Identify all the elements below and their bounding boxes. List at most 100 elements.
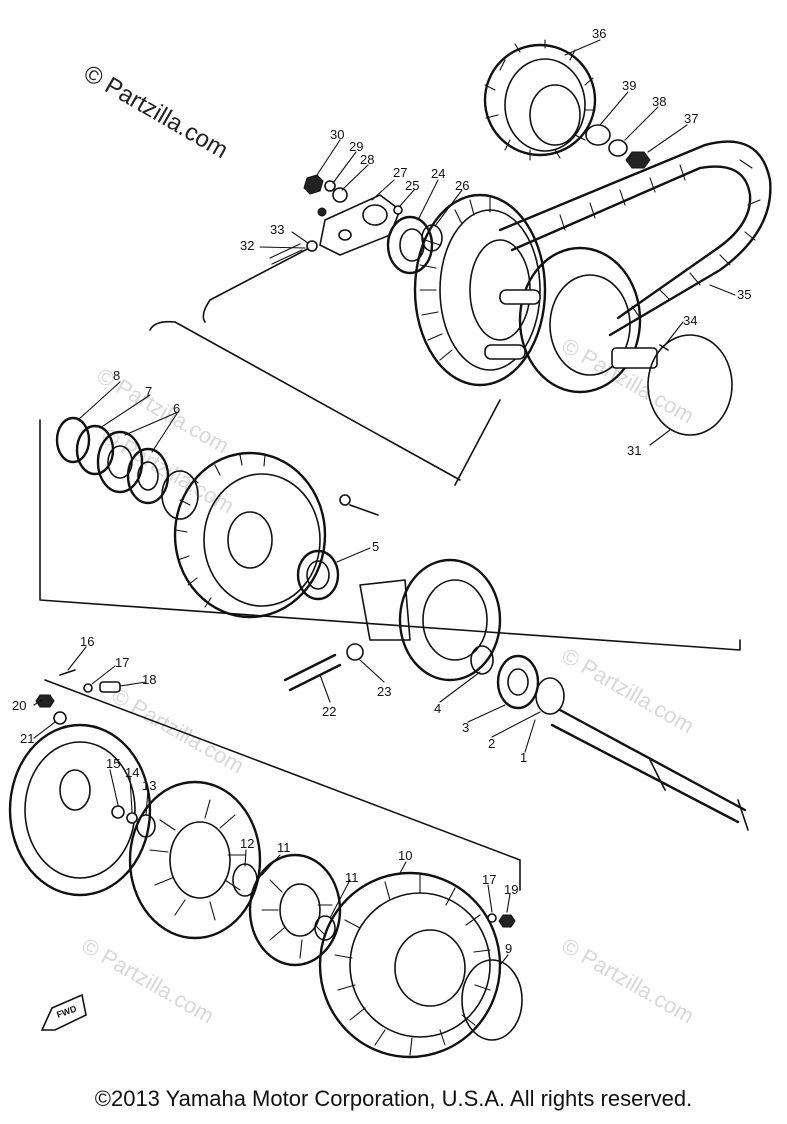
callout-1: 1 <box>520 750 527 765</box>
nut-19 <box>498 914 516 928</box>
copyright-notice: ©2013 Yamaha Motor Corporation, U.S.A. A… <box>94 1086 693 1111</box>
callout-4: 4 <box>434 701 441 716</box>
nut-30 <box>303 174 324 195</box>
cover-plate <box>8 723 152 897</box>
rod-32 <box>202 243 316 323</box>
middle-bracket-line <box>39 419 741 651</box>
watermark-text: © Partzilla.com <box>558 333 699 429</box>
washer-28 <box>332 187 348 203</box>
callout-15: 15 <box>106 756 120 771</box>
bearing-3 <box>496 654 540 710</box>
shaft-1 <box>550 708 749 831</box>
callout-23: 23 <box>377 684 391 699</box>
weight-pin <box>484 344 526 360</box>
fan-plate <box>128 780 262 940</box>
clutch-housing-10 <box>318 871 502 1059</box>
callout-17: 17 <box>115 655 129 670</box>
callout-21: 21 <box>20 731 34 746</box>
watermark-text: © Partzilla.com <box>78 933 219 1029</box>
pin-25 <box>393 205 403 215</box>
callout-3: 3 <box>462 720 469 735</box>
callout-33: 33 <box>270 222 284 237</box>
collar-33 <box>306 240 318 252</box>
callouts: 36 39 38 37 35 34 31 32 33 30 29 28 27 2… <box>12 26 751 966</box>
circlip-2 <box>535 677 565 715</box>
stud-22 <box>283 653 342 692</box>
watermark-text: © Partzilla.com <box>558 933 699 1029</box>
washer-15 <box>111 805 125 819</box>
partzilla-watermark: © Partzilla.com <box>79 60 233 164</box>
bearing-24 <box>386 215 434 275</box>
washer-21 <box>53 711 67 725</box>
callout-36: 36 <box>592 26 606 41</box>
fwd-arrow-icon: FWD <box>40 993 87 1031</box>
lower-bracket-line <box>44 679 521 891</box>
bolt <box>349 504 379 516</box>
washer-38 <box>608 139 628 157</box>
sprocket-gear <box>173 451 327 619</box>
callout-20: 20 <box>12 698 26 713</box>
callout-35: 35 <box>737 287 751 302</box>
weight-pin <box>499 289 541 305</box>
callout-24: 24 <box>431 166 445 181</box>
callout-37: 37 <box>684 111 698 126</box>
washer-11 <box>314 915 336 941</box>
callout-16: 16 <box>80 634 94 649</box>
washer-29 <box>324 180 336 192</box>
upper-assembly <box>149 39 772 486</box>
hub-spacer <box>161 470 199 520</box>
callout-30: 30 <box>330 127 344 142</box>
bolt-16 <box>59 669 76 676</box>
washer-17 <box>487 913 497 923</box>
callout-17: 17 <box>482 872 496 887</box>
callout-6: 6 <box>173 401 180 416</box>
callout-5: 5 <box>372 539 379 554</box>
o-ring-31 <box>647 334 733 436</box>
callout-12: 12 <box>240 836 254 851</box>
washer-17 <box>83 683 93 693</box>
seal-8 <box>55 416 91 464</box>
pin-34 <box>659 344 669 351</box>
assembly-connector <box>454 399 501 486</box>
lower-assembly: FWD <box>8 669 523 1059</box>
washer-23 <box>346 643 364 661</box>
callout-25: 25 <box>405 178 419 193</box>
callout-19: 19 <box>504 882 518 897</box>
middle-assembly <box>39 416 749 831</box>
driven-pulley-36 <box>483 39 597 161</box>
shaft-stub <box>611 347 658 369</box>
spacer-26 <box>421 224 443 252</box>
callout-34: 34 <box>683 313 697 328</box>
callout-39: 39 <box>622 78 636 93</box>
watermark-text: © Partzilla.com <box>558 643 699 739</box>
callout-13: 13 <box>142 778 156 793</box>
secondary-sheave <box>484 246 658 394</box>
callout-38: 38 <box>652 94 666 109</box>
callout-31: 31 <box>627 443 641 458</box>
assembly-bracket-line <box>149 320 461 481</box>
nut-37 <box>625 151 651 169</box>
washer-14 <box>126 812 138 824</box>
impeller <box>248 853 342 967</box>
bearing-6 <box>96 430 144 494</box>
bolt-head <box>317 207 327 217</box>
o-ring-9 <box>461 959 523 1041</box>
callout-18: 18 <box>142 672 156 687</box>
callout-10: 10 <box>398 848 412 863</box>
callout-7: 7 <box>145 384 152 399</box>
faded-watermarks: © Partzilla.com © Partzilla.com © Partzi… <box>78 333 699 1029</box>
pin-18 <box>99 681 121 693</box>
nut-20 <box>35 694 55 708</box>
callout-26: 26 <box>455 178 469 193</box>
callout-11: 11 <box>345 870 359 885</box>
callout-11: 11 <box>277 840 291 855</box>
callout-2: 2 <box>488 736 495 751</box>
callout-8: 8 <box>113 368 120 383</box>
callout-27: 27 <box>393 165 407 180</box>
drive-belt-35 <box>498 140 772 337</box>
callout-29: 29 <box>349 139 363 154</box>
washer-4 <box>470 645 494 675</box>
seal-5 <box>296 549 340 601</box>
washer-39 <box>585 124 611 146</box>
